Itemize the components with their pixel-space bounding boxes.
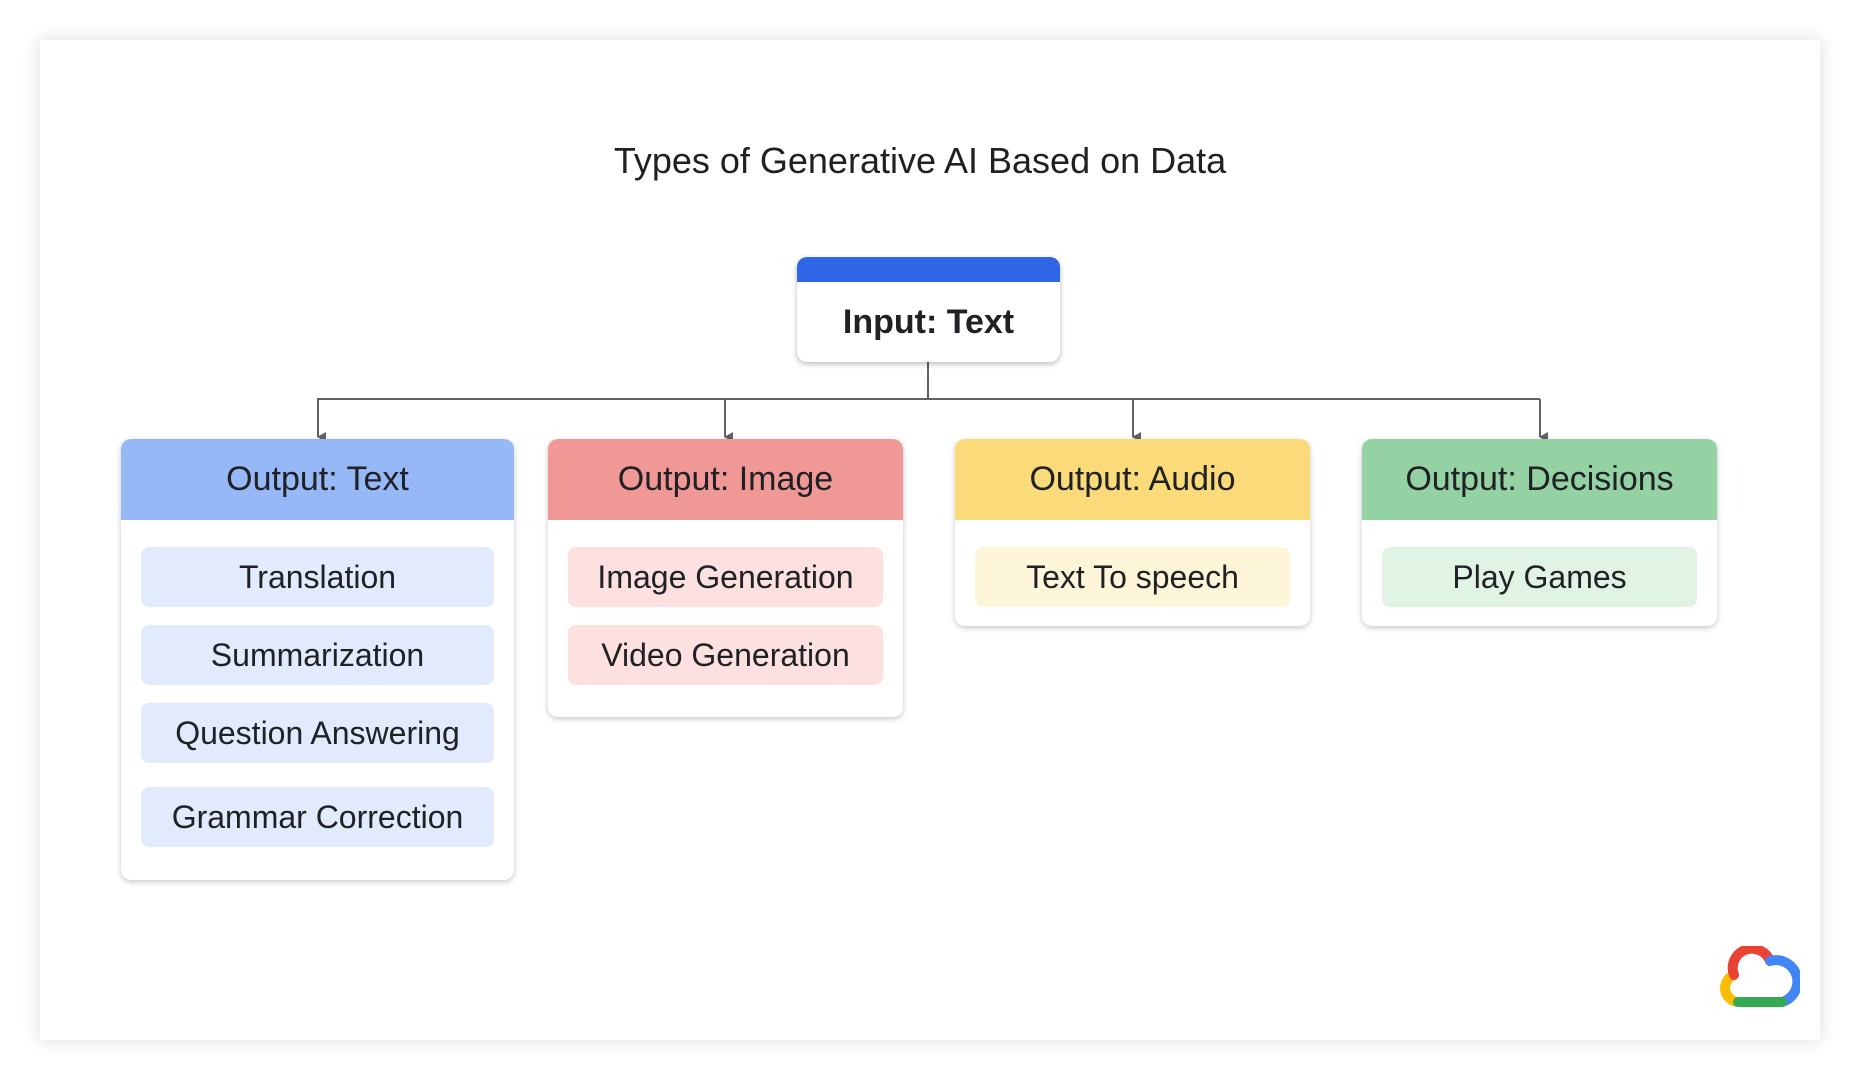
input-box: Input: Text [797,257,1060,362]
item-question-answering: Question Answering [141,703,494,763]
item-translation: Translation [141,547,494,607]
output-decisions-box: Output: Decisions Play Games [1362,439,1717,626]
item-summarization: Summarization [141,625,494,685]
output-decisions-header: Output: Decisions [1362,439,1717,520]
output-audio-box: Output: Audio Text To speech [955,439,1310,626]
google-cloud-logo-icon [1720,946,1800,1007]
item-video-generation: Video Generation [568,625,883,685]
item-grammar-correction: Grammar Correction [141,787,494,847]
item-image-generation: Image Generation [568,547,883,607]
output-image-header: Output: Image [548,439,903,520]
output-image-box: Output: Image Image Generation Video Gen… [548,439,903,717]
output-audio-header: Output: Audio [955,439,1310,520]
output-text-header: Output: Text [121,439,514,520]
item-play-games: Play Games [1382,547,1697,607]
item-text-to-speech: Text To speech [975,547,1290,607]
diagram-title: Types of Generative AI Based on Data [613,140,1227,181]
input-box-bar [797,257,1060,282]
input-box-label: Input: Text [842,303,1015,341]
output-text-box: Output: Text Translation Summarization Q… [121,439,514,880]
